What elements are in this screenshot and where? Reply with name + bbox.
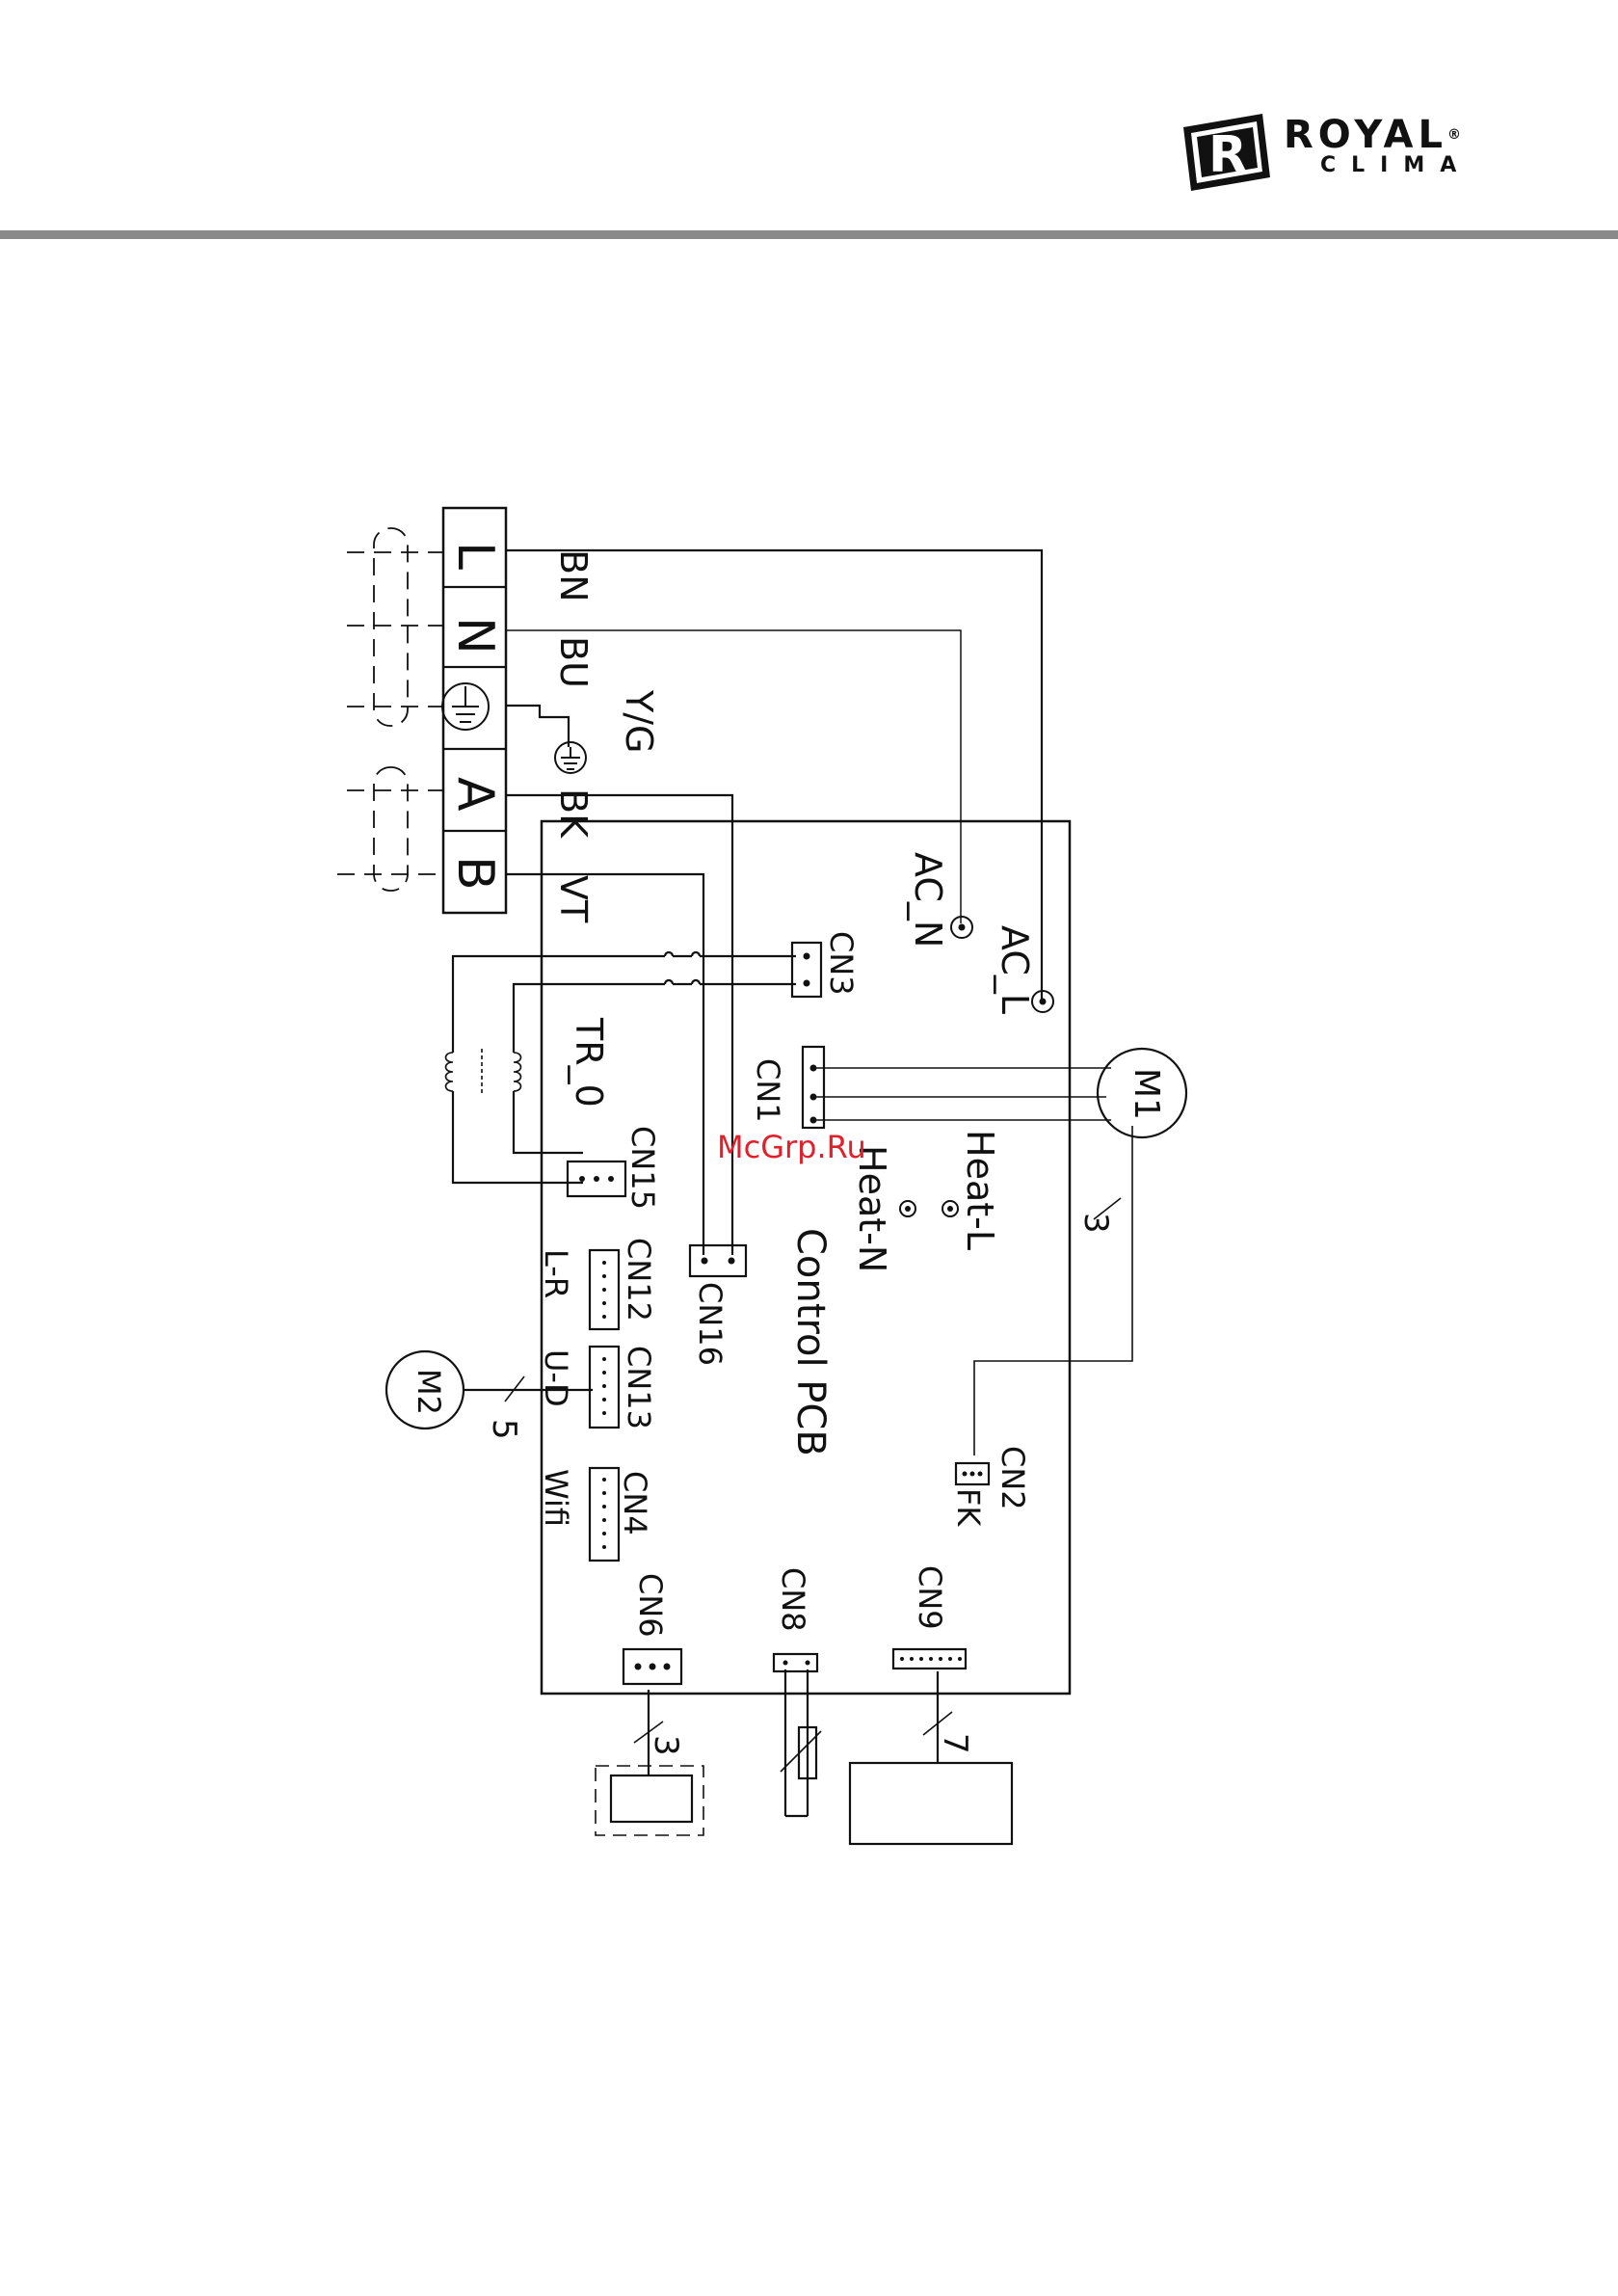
wire-count-m2: 5 (485, 1419, 523, 1440)
label-cn13: CN13 (621, 1346, 657, 1429)
wire-color-bu: BU (552, 636, 595, 688)
wire-count-m1: 3 (1076, 1213, 1115, 1234)
label-cn16: CN16 (692, 1282, 729, 1366)
cn16-connector (690, 1245, 746, 1276)
label-cn2: CN2 (995, 1446, 1031, 1510)
label-wifi: Wifi (538, 1469, 574, 1527)
transformer-icon (446, 1049, 521, 1095)
wire-color-bn: BN (552, 549, 595, 602)
wire-color-bk: BK (552, 788, 595, 839)
cn3-connector (792, 943, 821, 997)
label-fk: FK (950, 1488, 987, 1527)
label-cn4: CN4 (617, 1471, 653, 1535)
external-leads (337, 528, 443, 891)
wire-color-vt: VT (552, 875, 595, 923)
cn1-connector (803, 1047, 824, 1128)
terminal-l: L (446, 542, 504, 570)
display-board (850, 1763, 1012, 1844)
label-cn8: CN8 (775, 1567, 811, 1632)
label-ac-n: AC_N (907, 852, 949, 948)
label-cn15: CN15 (624, 1126, 661, 1210)
label-m1: M1 (1127, 1068, 1166, 1120)
label-control-pcb: Control PCB (788, 1228, 833, 1456)
label-lr: L-R (538, 1249, 574, 1298)
label-ud: U-D (538, 1349, 574, 1407)
terminal-a: A (446, 777, 504, 812)
label-cn9: CN9 (912, 1565, 948, 1630)
cn8-connector (774, 1654, 817, 1671)
watermark: McGrp.Ru (717, 1131, 866, 1163)
wire-color-yg: Y/G (618, 689, 660, 753)
label-tr0: TR_0 (568, 1017, 610, 1108)
label-cn12: CN12 (621, 1238, 657, 1322)
label-cn6: CN6 (632, 1573, 669, 1638)
terminal-b: B (446, 856, 504, 891)
earth-icon (442, 683, 586, 773)
cn6-device (611, 1775, 692, 1822)
wire-count-cn6: 3 (647, 1735, 685, 1756)
label-cn1: CN1 (750, 1058, 786, 1123)
label-m2: M2 (411, 1369, 447, 1415)
label-cn3: CN3 (823, 931, 860, 996)
label-ac-l: AC_L (994, 925, 1036, 1014)
terminal-n: N (446, 617, 504, 654)
label-heat-l: Heat-L (959, 1130, 1001, 1250)
wire-count-cn9: 7 (936, 1733, 974, 1754)
